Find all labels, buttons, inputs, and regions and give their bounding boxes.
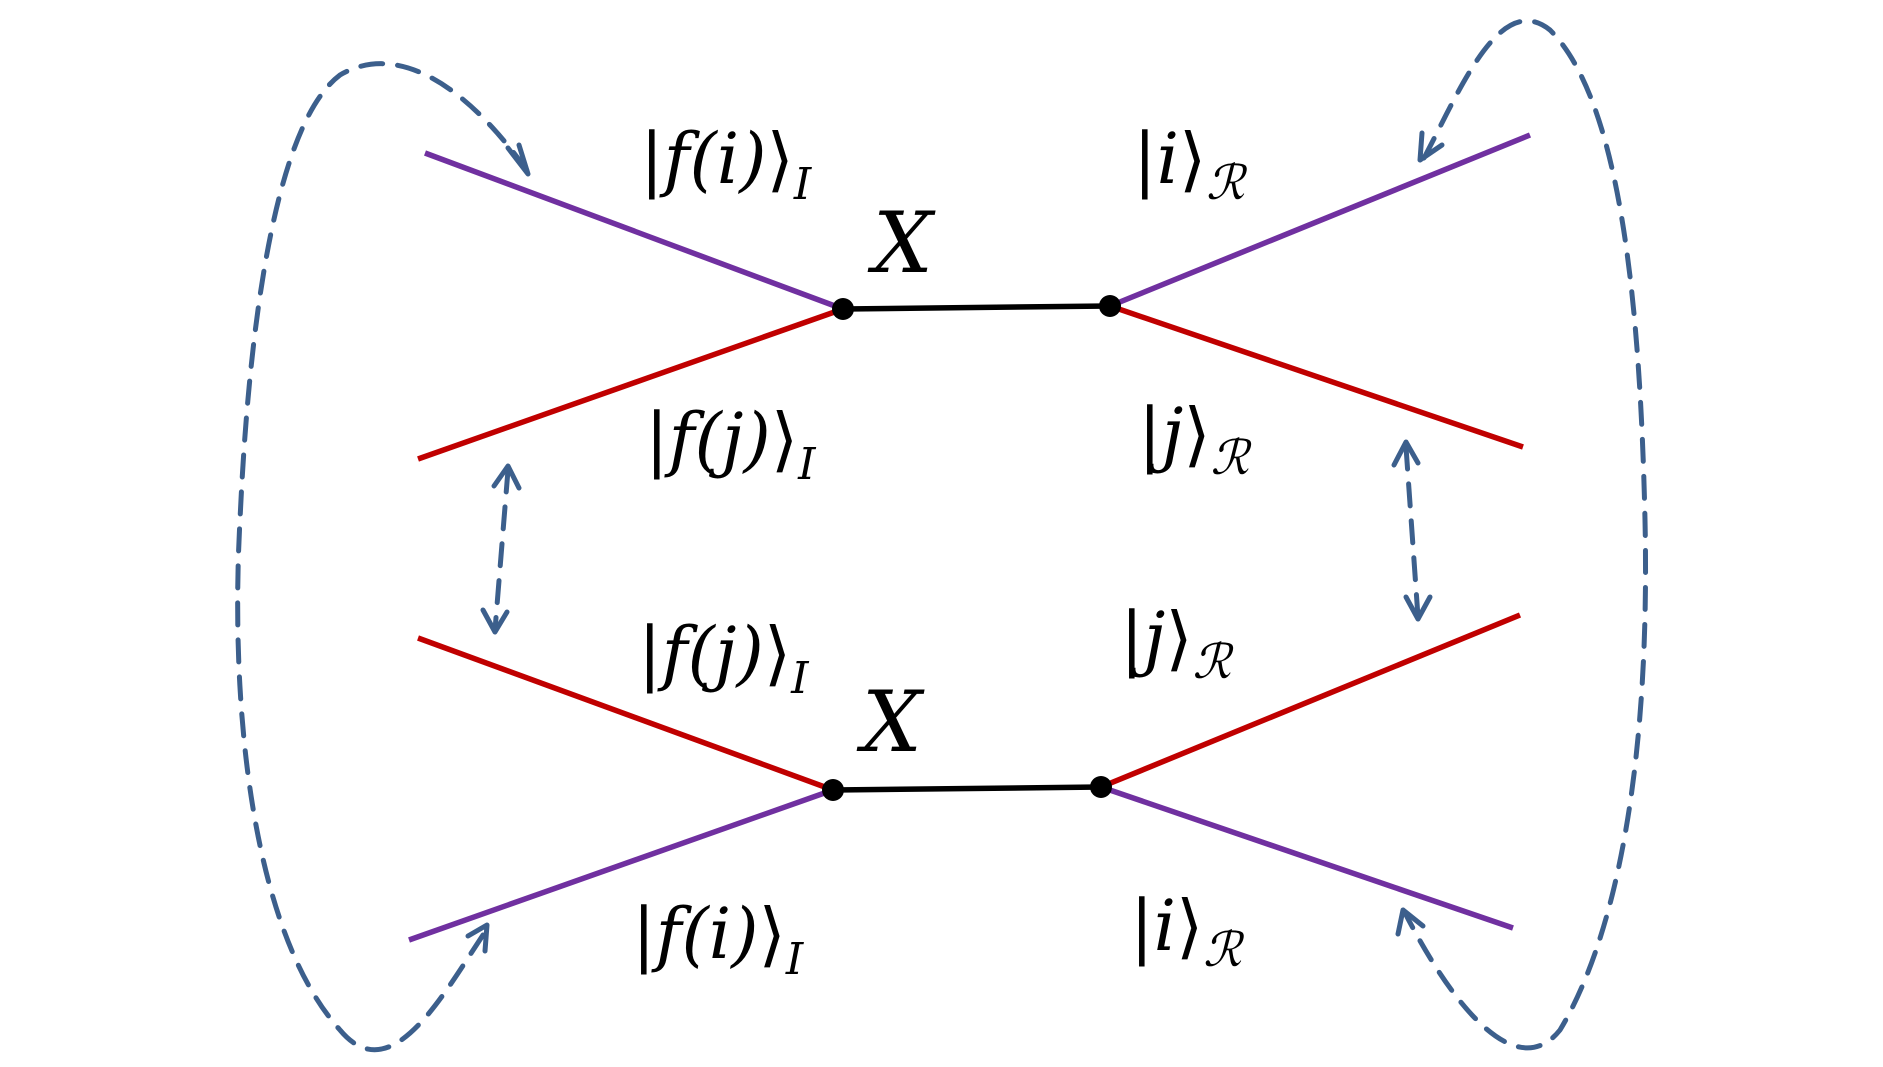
- top-left-vertex: [832, 298, 854, 320]
- left-outer-loop-arrow: [235, 61, 531, 1053]
- top-upper-right-edge: [1108, 132, 1532, 309]
- bottom-upper-right-ket: |j⟩ℛ: [1120, 597, 1235, 690]
- bottom-left-vertex: [822, 779, 844, 801]
- top-upper-left-ket: |f(i)⟩I: [640, 118, 813, 210]
- bottom-propagator-edge: [832, 784, 1102, 793]
- right-inner-double-arrow: [1403, 444, 1421, 620]
- bottom-vertex-label: X: [856, 673, 925, 771]
- top-lower-right-edge: [1109, 303, 1524, 450]
- right-inner-double-head-top: [1391, 439, 1421, 468]
- right-inner-double-head-bottom: [1403, 594, 1433, 622]
- bottom-upper-left-edge: [417, 635, 834, 793]
- top-upper-right-ket: |i⟩ℛ: [1133, 118, 1248, 211]
- dashed-arrows: [235, 18, 1649, 1053]
- bottom-upper-left-ket: |f(j)⟩I: [638, 612, 810, 704]
- left-inner-double-head-bottom: [480, 607, 510, 635]
- right-outer-loop-head-top: [1417, 130, 1445, 163]
- right-outer-loop-head-bottom: [1395, 907, 1426, 937]
- bottom-lower-right-edge: [1100, 784, 1514, 931]
- top-right-vertex: [1099, 295, 1121, 317]
- left-inner-double-arrow: [492, 467, 511, 633]
- right-outer-loop-arrow: [1402, 18, 1649, 1051]
- left-outer-loop-head-top: [505, 142, 531, 177]
- bottom-diagram: X |f(j)⟩I |f(i)⟩I |j⟩ℛ |i⟩ℛ: [408, 597, 1522, 985]
- top-lower-left-edge: [417, 306, 844, 462]
- bottom-lower-left-edge: [408, 787, 834, 943]
- bottom-lower-right-ket: |i⟩ℛ: [1130, 885, 1245, 978]
- left-inner-double-head-top: [491, 463, 522, 491]
- left-outer-loop-head-bottom: [465, 922, 490, 954]
- top-propagator-edge: [842, 303, 1111, 312]
- top-lower-left-ket: |f(j)⟩I: [645, 398, 817, 490]
- top-lower-right-ket: |j⟩ℛ: [1138, 393, 1253, 486]
- bottom-upper-right-edge: [1099, 612, 1522, 790]
- top-vertex-label: X: [867, 194, 936, 292]
- bottom-right-vertex: [1090, 776, 1112, 798]
- ket-content: f(i): [659, 118, 767, 200]
- top-diagram: X |f(i)⟩I |f(j)⟩I |i⟩ℛ |j⟩ℛ: [417, 118, 1532, 490]
- top-upper-left-edge: [424, 150, 844, 312]
- bottom-lower-left-ket: |f(i)⟩I: [632, 893, 805, 985]
